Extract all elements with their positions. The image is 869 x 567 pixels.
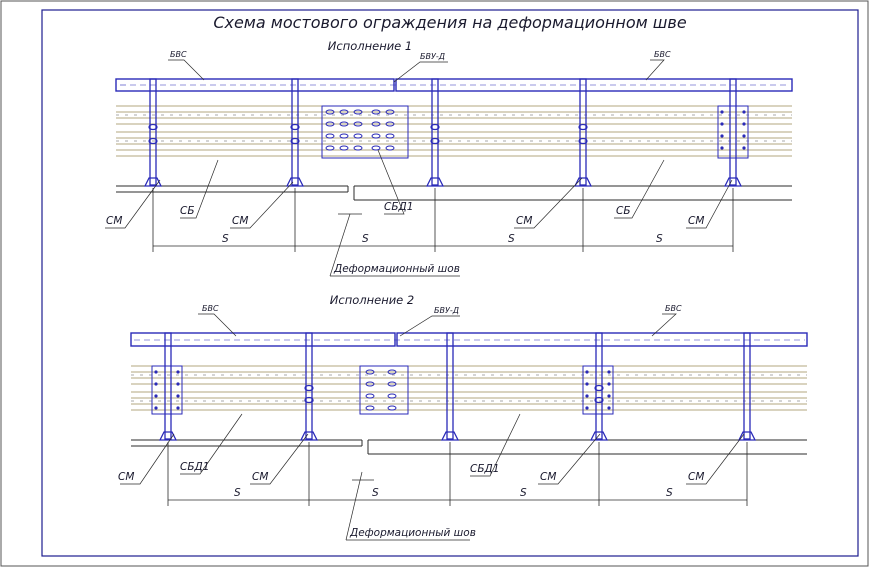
span-label: S	[520, 487, 527, 499]
rail-label-right: БВС	[665, 304, 682, 313]
span-label: S	[656, 233, 663, 245]
deck-1	[116, 185, 792, 201]
span-label: S	[234, 487, 241, 499]
variant-2-heading: Исполнение 2	[330, 293, 414, 307]
post-1d	[579, 78, 587, 186]
post-label: СМ	[118, 471, 134, 483]
post-1b	[291, 78, 299, 186]
splice-end-1	[717, 105, 749, 159]
post-2a	[164, 332, 172, 440]
beam-label: СБ	[180, 205, 195, 217]
splice-joint-1	[321, 105, 409, 159]
span-label: S	[372, 487, 379, 499]
variant-2: Исполнение 2	[118, 293, 808, 541]
variant-1: Исполнение 1	[105, 39, 793, 277]
post-2c	[446, 332, 454, 440]
beam-label: СБД1	[470, 463, 499, 475]
beam-planks-1	[116, 105, 792, 157]
span-label: S	[222, 233, 229, 245]
post-label: СМ	[106, 215, 122, 227]
splice-start-2	[151, 365, 183, 415]
beam-label: СБД1	[180, 461, 209, 473]
rail-label-left: БВС	[202, 304, 219, 313]
span-label: S	[362, 233, 369, 245]
splice-joint-2	[359, 365, 409, 415]
joint-label: Деформационный шов	[349, 527, 476, 539]
beam-planks-2	[131, 365, 807, 411]
beam-label: СБД1	[384, 201, 413, 213]
beam-label: СБ	[616, 205, 631, 217]
dimension-line-1	[152, 188, 734, 252]
post-label: СМ	[688, 215, 704, 227]
diagram-title: Схема мостового ограждения на деформацио…	[213, 13, 687, 32]
post-1e	[729, 78, 737, 186]
post-label: СМ	[540, 471, 556, 483]
span-label: S	[508, 233, 515, 245]
span-label: S	[666, 487, 673, 499]
posts-1	[143, 78, 743, 187]
rail-label-right: БВС	[654, 50, 671, 59]
post-label: СМ	[688, 471, 704, 483]
joint-rail-label: БВУ-Д	[434, 306, 459, 315]
post-label: СМ	[232, 215, 248, 227]
joint-rail-label: БВУ-Д	[420, 52, 445, 61]
rail-label-left: БВС	[170, 50, 187, 59]
post-label: СМ	[516, 215, 532, 227]
post-1c	[431, 78, 439, 186]
splice-mid-2	[582, 365, 614, 415]
top-rail-left	[130, 332, 396, 347]
variant-1-heading: Исполнение 1	[328, 39, 412, 53]
dimension-line-2	[167, 442, 748, 506]
post-1a	[149, 78, 157, 186]
post-2e	[743, 332, 751, 440]
drawing-frame	[41, 9, 859, 557]
posts-2	[158, 332, 757, 441]
joint-label: Деформационный шов	[333, 263, 460, 275]
post-label: СМ	[252, 471, 268, 483]
deck-2	[131, 439, 807, 455]
